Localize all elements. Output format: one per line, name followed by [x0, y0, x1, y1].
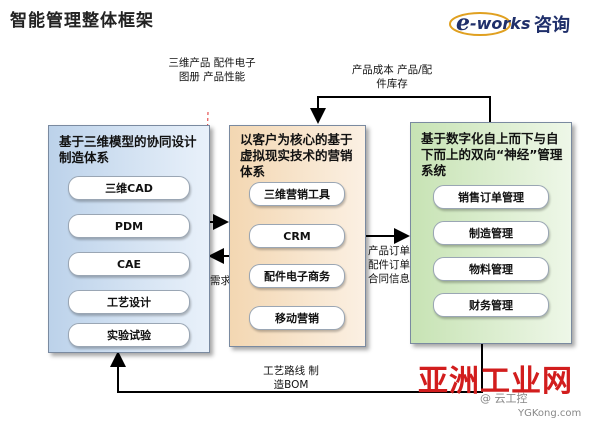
- watermark-handle: @ 云工控: [480, 392, 528, 405]
- panel-middle-title: 以客户为核心的基于虚拟现实技术的营销体系: [240, 132, 353, 179]
- item-finance-mgmt: 财务管理: [433, 293, 549, 317]
- panel-marketing-system: 以客户为核心的基于虚拟现实技术的营销体系 三维营销工具 CRM 配件电子商务 移…: [229, 125, 366, 347]
- watermark-url: YGKong.com: [518, 408, 582, 419]
- arrow-right-to-middle: [310, 96, 491, 124]
- flow-label-left-to-middle: 三维产品 配件电子图册 产品性能: [168, 57, 256, 83]
- panel-management-system: 基于数字化自上而下与自下而上的双向“神经”管理系统 销售订单管理 制造管理 物料…: [410, 122, 572, 344]
- panel-design-manufacturing: 基于三维模型的协同设计制造体系 三维CAD PDM CAE 工艺设计 实验试验: [48, 125, 210, 353]
- item-sales-order-mgmt: 销售订单管理: [433, 185, 549, 209]
- item-mobile-marketing: 移动营销: [249, 306, 345, 330]
- watermark-logo: 亚洲工业网: [418, 364, 573, 399]
- panel-right-title: 基于数字化自上而下与自下而上的双向“神经”管理系统: [421, 131, 563, 178]
- brand-suffix: 咨询: [534, 14, 570, 36]
- brand-prefix: e: [456, 10, 470, 36]
- item-3d-marketing-tools: 三维营销工具: [249, 182, 345, 206]
- item-cae: CAE: [68, 252, 190, 276]
- brand-word: -works: [470, 14, 530, 33]
- flow-label-right-to-left: 工艺路线 制造BOM: [263, 365, 319, 391]
- item-process-design: 工艺设计: [68, 290, 190, 314]
- item-crm: CRM: [249, 224, 345, 248]
- item-experiment-test: 实验试验: [68, 323, 190, 347]
- eworks-logo: e -works 咨询: [446, 6, 594, 40]
- arrow-right-to-left: [110, 342, 483, 393]
- page-title: 智能管理整体框架: [10, 11, 154, 31]
- item-parts-ecommerce: 配件电子商务: [249, 264, 345, 288]
- item-3d-cad: 三维CAD: [68, 176, 190, 200]
- item-pdm: PDM: [68, 214, 190, 238]
- flow-label-right-to-middle: 产品成本 产品/配件库存: [351, 64, 433, 90]
- item-manufacturing-mgmt: 制造管理: [433, 221, 549, 245]
- flow-label-middle-to-right: 产品订单 配件订单 合同信息: [368, 245, 410, 285]
- item-material-mgmt: 物料管理: [433, 257, 549, 281]
- panel-left-title: 基于三维模型的协同设计制造体系: [59, 134, 197, 165]
